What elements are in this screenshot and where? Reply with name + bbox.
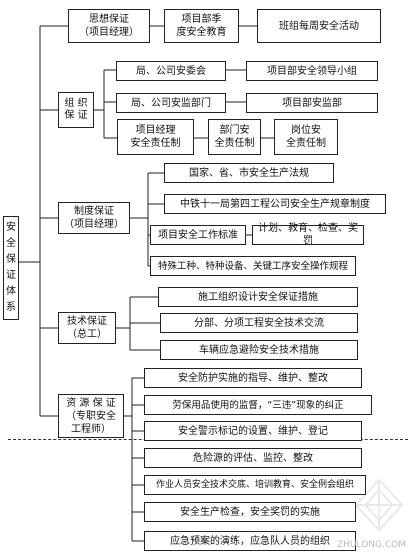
zuzhi-pm-resp-label: 项目经理 安全责任制: [130, 125, 181, 149]
group-jishu: 技术保证 （总工）: [58, 312, 116, 344]
zhidu-standard-label: 项目安全工作标准: [158, 229, 238, 241]
group-zhidu: 制度保证 （项目经理）: [58, 202, 130, 234]
sixiang-edu-box: 项目部季 度安全教育: [164, 9, 239, 43]
zhidu-standard-box: 项目安全工作标准: [150, 225, 246, 245]
group-ziyuan-label: 资 源 保 证 （专职安全 工程师）: [66, 397, 116, 435]
zhidu-laws-box: 国家、省、市安全生产法规: [164, 163, 334, 183]
group-ziyuan: 资 源 保 证 （专职安全 工程师）: [58, 394, 124, 438]
ziyuan-drill-label: 应急预案的演练，应急队人员的组织: [170, 535, 330, 547]
ziyuan-protection-box: 安全防护实施的指导、维护、整改: [144, 368, 362, 388]
zhidu-special-label: 特殊工种、特种设备、关键工序安全操作规程: [157, 260, 348, 272]
ziyuan-briefing-box: 作业人员安全技术交底、培训教育、安全例会组织: [144, 475, 366, 495]
jishu-design-label: 施工组织设计安全保证措施: [198, 291, 318, 303]
zuzhi-project-supervision-label: 项目部安监部: [282, 97, 342, 109]
ziyuan-signs-box: 安全警示标记的设置、维护、登记: [144, 421, 362, 441]
ziyuan-briefing-label: 作业人员安全技术交底、培训教育、安全例会组织: [155, 479, 354, 490]
zuzhi-leader-label: 项目部安全领导小组: [267, 65, 357, 77]
zuzhi-supervision-box: 局、公司安监部门: [116, 93, 226, 113]
group-sixiang-label: 思想保证 （项目经理）: [79, 14, 139, 38]
group-jishu-label: 技术保证 （总工）: [67, 316, 107, 340]
sixiang-weekly-label: 班组每周安全活动: [279, 20, 359, 32]
root-label: 安 全 保 证 体 系: [6, 222, 16, 313]
zuzhi-committee-box: 局、公司安委会: [116, 61, 226, 81]
ziyuan-signs-label: 安全警示标记的设置、维护、登记: [178, 425, 328, 437]
group-zhidu-label: 制度保证 （项目经理）: [64, 206, 124, 230]
jishu-measures-label: 分部、分项工程安全技术交流: [194, 317, 324, 329]
zuzhi-leader-box: 项目部安全领导小组: [246, 61, 378, 81]
ziyuan-ppe-box: 劳保用品使用的监督，“三违”现象的纠正: [144, 395, 372, 415]
zuzhi-supervision-label: 局、公司安监部门: [131, 97, 211, 109]
jishu-measures-box: 分部、分项工程安全技术交流: [160, 313, 358, 333]
ziyuan-protection-label: 安全防护实施的指导、维护、整改: [178, 372, 328, 384]
sixiang-weekly-box: 班组每周安全活动: [257, 9, 381, 43]
zhidu-special-box: 特殊工种、特种设备、关键工序安全操作规程: [150, 256, 356, 276]
zuzhi-post-resp-label: 岗位安 全责任制: [286, 125, 326, 149]
zhidu-rules-label: 中铁十一局第四工程公司安全生产规章制度: [180, 198, 370, 210]
jishu-design-box: 施工组织设计安全保证措施: [158, 287, 358, 307]
zhidu-laws-label: 国家、省、市安全生产法规: [189, 167, 309, 179]
zuzhi-pm-resp-box: 项目经理 安全责任制: [117, 119, 194, 155]
ziyuan-inspection-label: 安全生产检查，安全奖罚的实施: [180, 506, 320, 518]
jishu-vehicles-box: 车辆应急避险安全技术措施: [160, 340, 358, 360]
zhidu-plan-label: 计划、教育、检查、奖罚: [258, 223, 358, 247]
group-zuzhi-label: 组 织 保 证: [64, 98, 88, 121]
zuzhi-project-supervision-box: 项目部安监部: [246, 93, 378, 113]
ziyuan-ppe-label: 劳保用品使用的监督，“三违”现象的纠正: [172, 399, 344, 411]
group-sixiang: 思想保证 （项目经理）: [68, 9, 150, 43]
ziyuan-hazard-label: 危险源的评估、监控、整改: [193, 452, 313, 464]
zhidu-plan-box: 计划、教育、检查、奖罚: [252, 223, 364, 247]
root-box: 安 全 保 证 体 系: [3, 216, 19, 320]
zuzhi-dept-resp-box: 部门安 全责任制: [208, 119, 261, 155]
zuzhi-dept-resp-label: 部门安 全责任制: [214, 125, 255, 149]
jishu-vehicles-label: 车辆应急避险安全技术措施: [199, 344, 319, 356]
watermark-label: ZHULONG.COM: [337, 540, 406, 550]
watermark-logo-icon: [354, 478, 404, 532]
ziyuan-inspection-box: 安全生产检查，安全奖罚的实施: [144, 502, 356, 522]
zhidu-rules-box: 中铁十一局第四工程公司安全生产规章制度: [164, 194, 386, 214]
group-zuzhi: 组 织 保 证: [58, 92, 94, 128]
zuzhi-committee-label: 局、公司安委会: [136, 65, 206, 77]
ziyuan-hazard-box: 危险源的评估、监控、整改: [144, 448, 362, 468]
zuzhi-post-resp-box: 岗位安 全责任制: [274, 119, 338, 155]
ziyuan-drill-box: 应急预案的演练，应急队人员的组织: [144, 531, 356, 551]
sixiang-edu-label: 项目部季 度安全教育: [176, 14, 227, 38]
